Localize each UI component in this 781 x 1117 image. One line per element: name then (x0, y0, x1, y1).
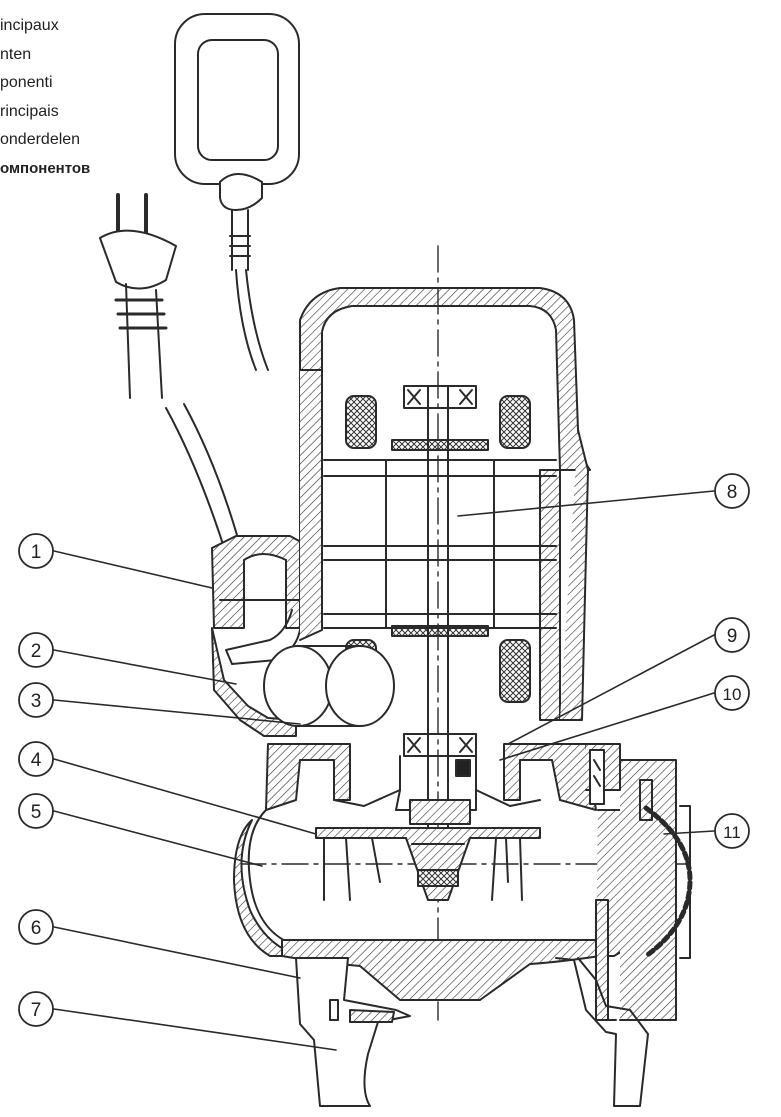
motor-housing (211, 287, 591, 737)
stator-rotor (323, 459, 557, 629)
callout-leaders (53, 490, 715, 1051)
callout-10: 10 (714, 675, 750, 711)
pump-feet (295, 957, 649, 1107)
mechanical-seal (395, 733, 477, 825)
callout-number: 10 (723, 685, 742, 704)
capacitor (263, 645, 395, 727)
callout-3: 3 (18, 682, 54, 718)
legend-line: incipaux (0, 17, 59, 34)
callout-8: 8 (714, 473, 750, 509)
outlet-flange (585, 743, 693, 1021)
callout-number: 1 (31, 542, 42, 563)
callout-2: 2 (18, 632, 54, 668)
callout-number: 7 (31, 1000, 42, 1021)
pump-shaft (427, 385, 449, 881)
callout-number: 3 (31, 691, 42, 712)
float-switch (174, 13, 300, 371)
legend-line: onderdelen (0, 131, 81, 148)
callout-markers: 1 2 3 4 5 6 7 (18, 473, 750, 1027)
callout-number: 5 (31, 802, 42, 823)
callout-number: 4 (31, 750, 42, 771)
mains-plug (99, 193, 245, 561)
callout-number: 11 (723, 823, 741, 842)
callout-number: 2 (31, 641, 42, 662)
impeller (315, 827, 541, 901)
callout-11: 11 (714, 813, 750, 849)
callout-5: 5 (18, 793, 54, 829)
callout-1: 1 (18, 533, 54, 569)
top-bearing (403, 385, 477, 409)
callout-number: 9 (727, 626, 738, 647)
callout-9: 9 (714, 617, 750, 653)
callout-7: 7 (18, 991, 54, 1027)
legend-line: rincipais (0, 102, 59, 120)
legend-line: nten (0, 45, 32, 63)
callout-6: 6 (18, 909, 54, 945)
legend-line: омпонентов (0, 159, 91, 177)
callout-number: 6 (31, 918, 42, 939)
callout-number: 8 (727, 482, 738, 503)
legend-line: ponenti (0, 74, 53, 91)
component-legend: incipaux nten ponenti rincipais onderdel… (0, 12, 90, 183)
callout-4: 4 (18, 741, 54, 777)
